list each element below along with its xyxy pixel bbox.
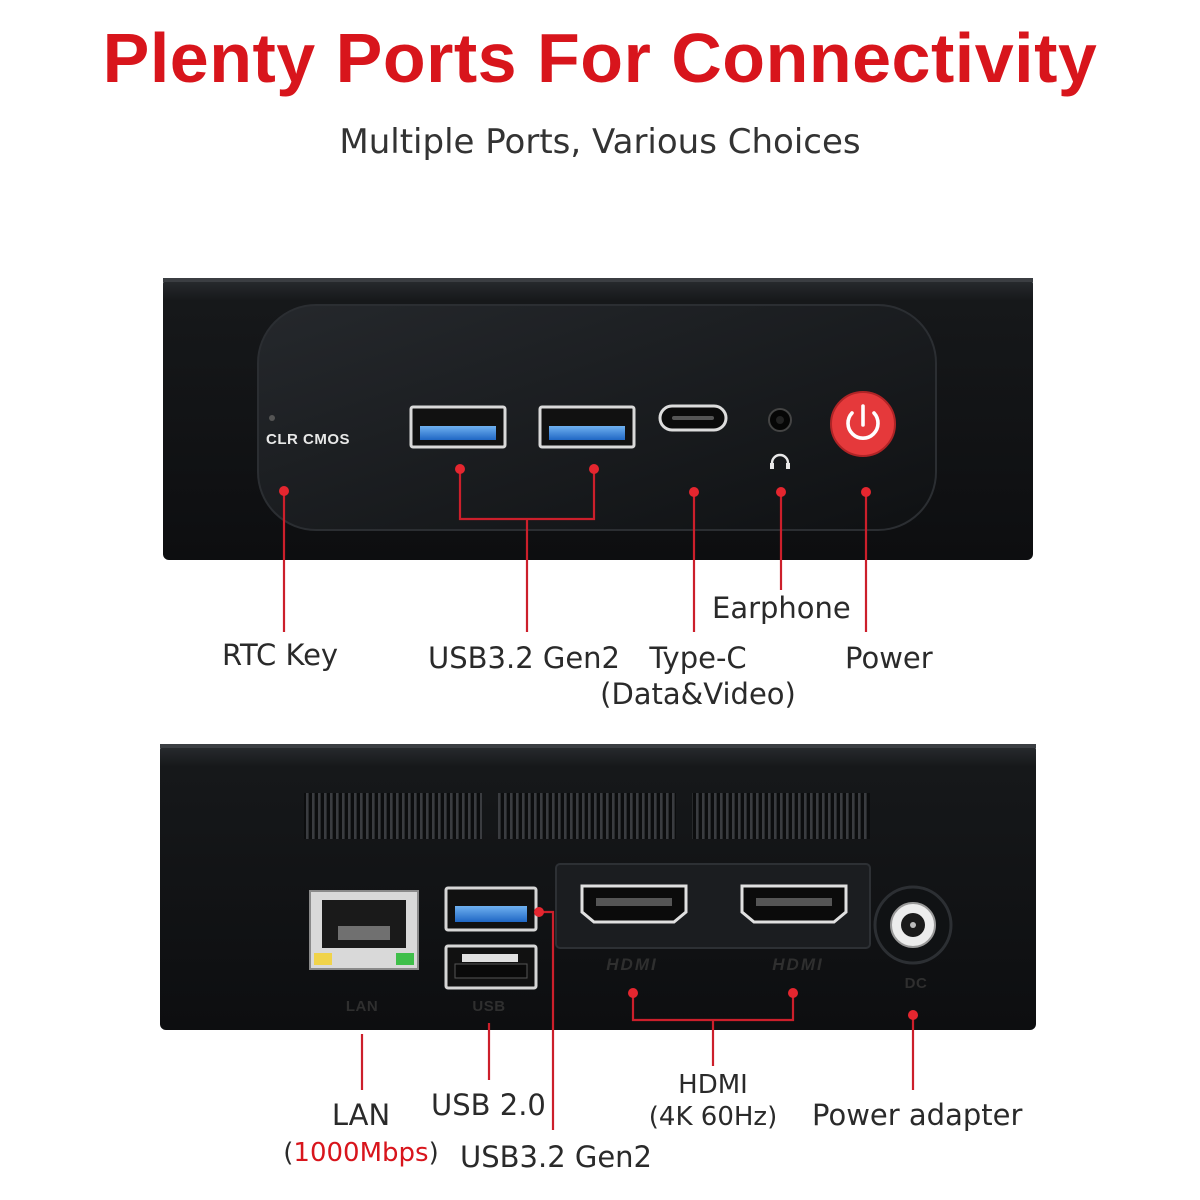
- power-dot: [861, 487, 871, 497]
- dc-silkscreen: DC: [904, 975, 928, 992]
- label-lan-title: LAN: [331, 1098, 391, 1132]
- lan-paren-close: ): [428, 1138, 439, 1168]
- usb-dot-1: [455, 464, 465, 474]
- earphone-dot: [776, 487, 786, 497]
- vent-1: [304, 793, 482, 839]
- rear-callout-dots: [534, 907, 918, 1020]
- hdmi-port-2: [740, 884, 848, 924]
- clr-cmos-silkscreen: CLR CMOS: [266, 431, 350, 448]
- hdmi-logo-1: HDMI: [606, 955, 658, 974]
- rear-usb3-dot: [534, 907, 544, 917]
- front-callouts: [282, 469, 868, 632]
- front-callout-dots: [279, 464, 871, 497]
- hdmi-dot-1: [628, 988, 638, 998]
- label-lan: LAN (1000Mbps): [282, 1098, 440, 1168]
- hdmi-dot-2: [788, 988, 798, 998]
- label-typec-line1: Type-C: [649, 641, 747, 675]
- power-button: [830, 391, 896, 457]
- front-usb3-port-1: [409, 405, 507, 449]
- label-typec-line2: (Data&Video): [600, 677, 796, 711]
- dc-jack: [873, 885, 953, 965]
- headphone-icon: [770, 453, 790, 469]
- label-earphone: Earphone: [712, 591, 851, 625]
- subheadline: Multiple Ports, Various Choices: [339, 122, 861, 162]
- rear-usb2-port: [444, 944, 538, 990]
- label-hdmi-line2: (4K 60Hz): [648, 1102, 778, 1132]
- label-rear-usb3: USB3.2 Gen2: [460, 1140, 653, 1174]
- label-usb2: USB 2.0: [431, 1088, 546, 1122]
- vent-2: [498, 793, 676, 839]
- typec-dot: [689, 487, 699, 497]
- label-power: Power: [845, 641, 933, 675]
- label-front-usb: USB3.2 Gen2: [428, 641, 621, 675]
- rear-usb3-port: [444, 886, 538, 932]
- usb-silkscreen: USB: [472, 998, 506, 1015]
- vent-3: [692, 793, 870, 839]
- label-lan-speed-line: (1000Mbps): [282, 1138, 440, 1168]
- lan-silkscreen: LAN: [345, 998, 379, 1015]
- front-device: [163, 278, 1033, 560]
- rtc-dot: [279, 486, 289, 496]
- lan-paren-open: (: [283, 1138, 294, 1168]
- power-icon: [846, 404, 880, 440]
- front-usb3-port-2: [538, 405, 636, 449]
- dc-dot: [908, 1010, 918, 1020]
- label-lan-speed: 1000Mbps: [293, 1138, 429, 1168]
- hdmi-port-1: [580, 884, 688, 924]
- clr-cmos-hole: [269, 415, 275, 421]
- lan-port: [309, 890, 419, 970]
- headline: Plenty Ports For Connectivity: [102, 19, 1098, 97]
- hdmi-logo-2: HDMI: [772, 955, 824, 974]
- label-hdmi: HDMI (4K 60Hz): [618, 1070, 808, 1132]
- label-power-adapter: Power adapter: [812, 1098, 1023, 1132]
- label-rtc-key: RTC Key: [222, 638, 339, 672]
- usb-dot-2: [589, 464, 599, 474]
- label-typec: Type-C (Data&Video): [598, 641, 798, 711]
- label-hdmi-line1: HDMI: [678, 1070, 748, 1100]
- rear-device: [160, 744, 1036, 1030]
